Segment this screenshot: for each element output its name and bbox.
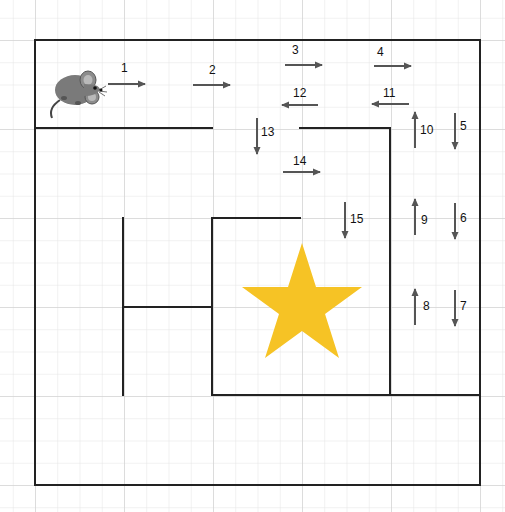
callout-number: 13 — [261, 126, 274, 138]
callout-number: 3 — [292, 44, 299, 56]
callout-number: 8 — [423, 300, 430, 312]
callout-number: 12 — [293, 87, 306, 99]
callout-number: 6 — [460, 212, 467, 224]
callout-number: 1 — [121, 62, 128, 74]
callout-number: 2 — [209, 64, 216, 76]
callout-number: 14 — [293, 155, 306, 167]
callout-number: 5 — [460, 120, 467, 132]
callout-number: 15 — [350, 213, 363, 225]
callout-number: 4 — [377, 46, 384, 58]
callout-number: 11 — [383, 87, 395, 99]
callout-number: 7 — [460, 300, 467, 312]
callout-number: 10 — [420, 124, 433, 136]
callout-number: 9 — [421, 214, 428, 226]
